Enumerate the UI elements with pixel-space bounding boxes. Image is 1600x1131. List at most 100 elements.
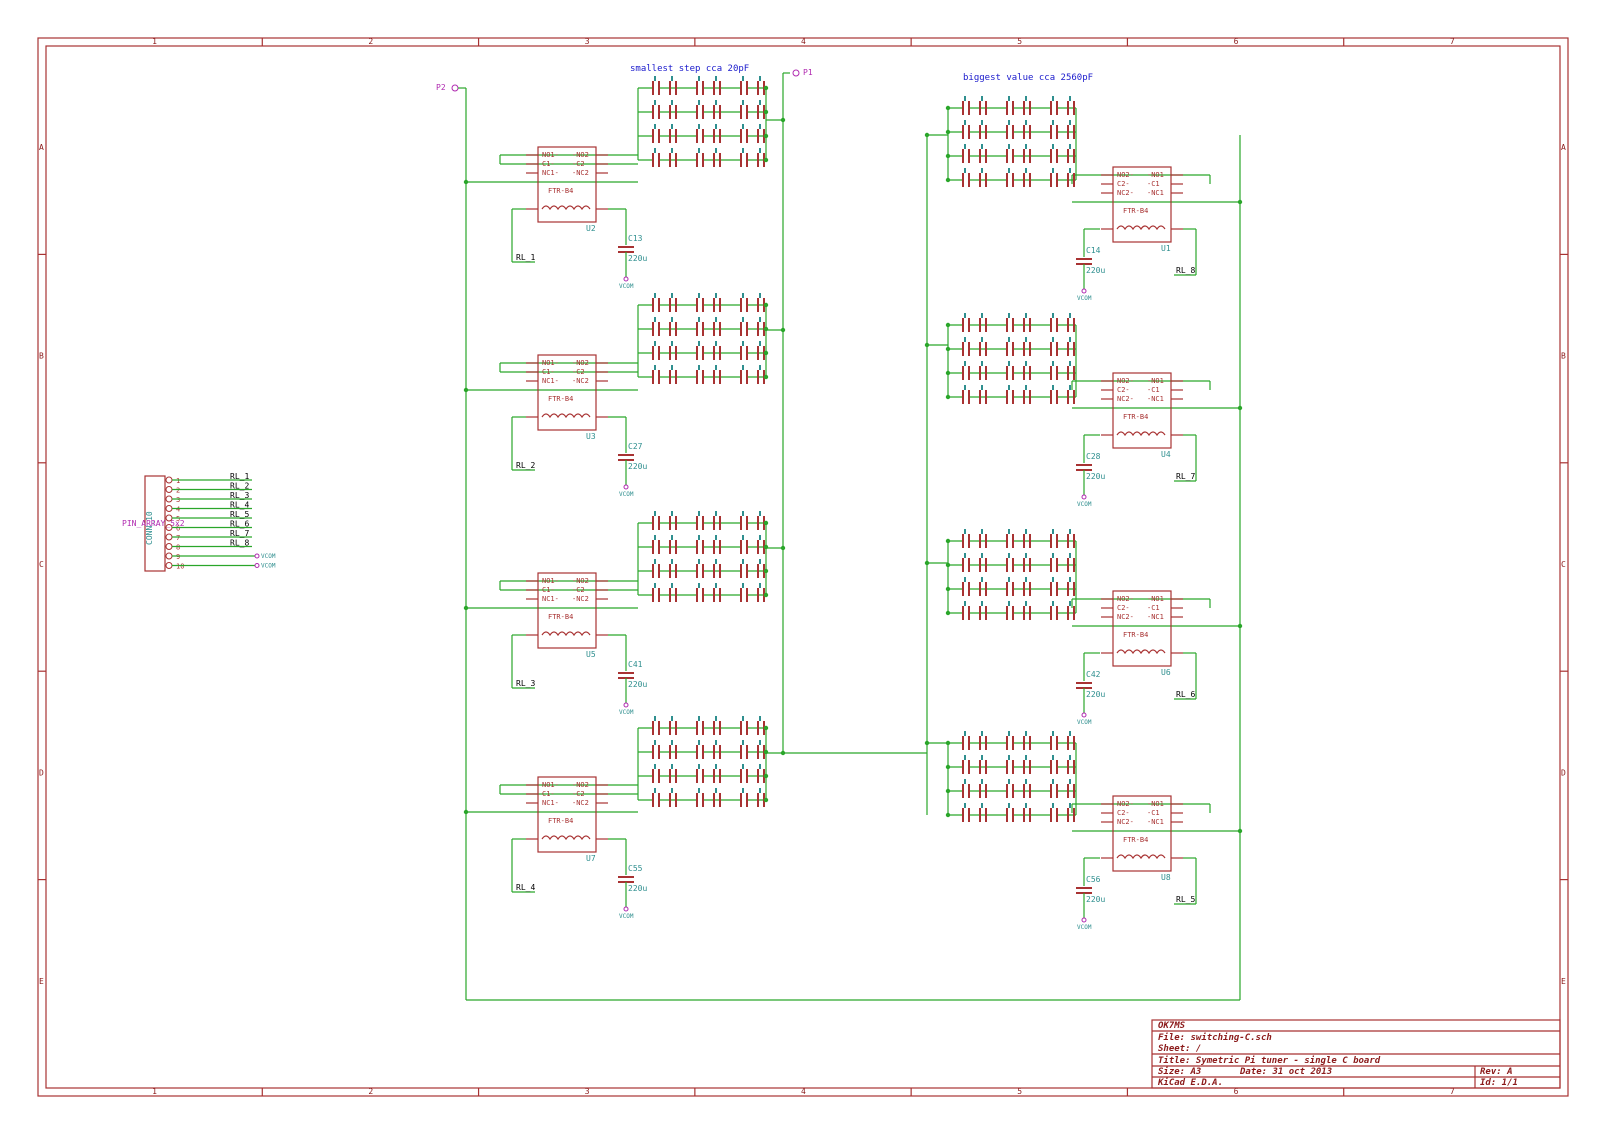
connector-net-label: RL_7: [230, 529, 249, 538]
cap-ref: C55: [628, 864, 643, 873]
note-biggest-value: biggest value cca 2560pF: [963, 73, 1093, 83]
relay-pin-label: -C1: [1147, 809, 1160, 817]
relay-pin-label: -NC2: [572, 595, 589, 603]
capacitor-bank: [637, 511, 769, 602]
relay-pin-label: NC1-: [542, 169, 559, 177]
column-marker-top: 1: [152, 37, 157, 46]
tb-date: Date: 31 oct 2013: [1239, 1067, 1332, 1077]
relay-pin-label: C2-: [1117, 604, 1130, 612]
relay-pin-label: NO2-: [1117, 171, 1134, 179]
relay-pin-label: -NC2: [572, 799, 589, 807]
column-marker-bottom: 4: [801, 1087, 806, 1096]
relay-pin-label: -NO2: [572, 151, 589, 159]
connector-pin-number: 8: [176, 544, 180, 552]
relay-ref: U4: [1161, 450, 1171, 459]
connector-ref: CONN_10: [145, 511, 154, 545]
relay-pin-label: -NC2: [572, 169, 589, 177]
relay-pin-label: NC1-: [542, 799, 559, 807]
tb-file: File: switching-C.sch: [1158, 1032, 1272, 1043]
relay-part: FTR-B4: [548, 395, 573, 403]
column-marker-top: 6: [1234, 37, 1239, 46]
relay-pin-label: C1-: [542, 790, 555, 798]
column-marker-bottom: 3: [585, 1087, 590, 1096]
column-marker-top: 3: [585, 37, 590, 46]
relay-pin-label: -NO1: [1147, 377, 1164, 385]
relay-pin-label: -NO1: [1147, 171, 1164, 179]
row-marker-right: E: [1561, 977, 1566, 986]
connector-net-label: RL_8: [230, 539, 249, 548]
capacitor-bank: [637, 716, 769, 807]
tb-id: Id: 1/1: [1480, 1078, 1518, 1088]
column-marker-top: 5: [1017, 37, 1022, 46]
relay-pin-label: NO2-: [1117, 800, 1134, 808]
relay-pin-label: NC1-: [542, 595, 559, 603]
column-marker-top: 4: [801, 37, 806, 46]
relay-pin-label: C2-: [1117, 809, 1130, 817]
relay-pin-label: C1-: [542, 586, 555, 594]
relay-pin-label: C1-: [542, 368, 555, 376]
relay-part: FTR-B4: [548, 187, 573, 195]
vcom-label: VCOM: [619, 913, 634, 920]
relay-pin-label: -NO1: [1147, 800, 1164, 808]
relay-net-label: RL_4: [516, 883, 535, 892]
tb-rev: Rev: A: [1480, 1067, 1513, 1077]
connector-pin: [165, 495, 173, 503]
connector-net-label: RL_6: [230, 520, 249, 529]
note-smallest-step: smallest step cca 20pF: [630, 64, 749, 74]
relay-net-label: RL_1: [516, 253, 535, 262]
connector-net-label: RL_1: [230, 472, 249, 481]
row-marker-left: E: [39, 977, 44, 986]
relay-net-label: RL_8: [1176, 266, 1195, 275]
relay-part: FTR-B4: [1123, 413, 1148, 421]
relay-pin-label: -NC1: [1147, 818, 1164, 826]
cap-value: 220u: [1086, 690, 1105, 699]
relay-pin-label: -C2: [572, 586, 585, 594]
port-p1: P1: [792, 68, 813, 77]
cap-ref: C27: [628, 442, 643, 451]
row-marker-right: A: [1561, 143, 1566, 152]
capacitor-bank: [945, 313, 1077, 404]
connector-net-label: RL_5: [230, 510, 249, 519]
capacitor-bank: [945, 731, 1077, 822]
relay-pin-label: NO2-: [1117, 377, 1134, 385]
relay-pin-label: -NO2: [572, 577, 589, 585]
vcom-label: VCOM: [1077, 924, 1092, 931]
row-marker-right: C: [1561, 560, 1566, 569]
relay-net-label: RL_3: [516, 679, 535, 688]
column-marker-top: 7: [1450, 37, 1455, 46]
port-p2: P2: [436, 83, 459, 92]
relay-pin-label: NC2-: [1117, 613, 1134, 621]
relay-pin-label: -C1: [1147, 386, 1160, 394]
relay-pin-label: -C2: [572, 790, 585, 798]
cap-value: 220u: [1086, 266, 1105, 275]
row-marker-right: D: [1561, 768, 1566, 777]
connector-pin: [165, 476, 173, 484]
relay-pin-label: -NO2: [572, 359, 589, 367]
relay-pin-label: -NC2: [572, 377, 589, 385]
relay-pin-label: NO1-: [542, 359, 559, 367]
row-marker-left: D: [39, 768, 44, 777]
connector-pin-number: 10: [176, 563, 184, 571]
relay-ref: U1: [1161, 244, 1171, 253]
column-marker-bottom: 5: [1017, 1087, 1022, 1096]
relay-pin-label: NC2-: [1117, 818, 1134, 826]
vcom-label: VCOM: [1077, 501, 1092, 508]
connector-pin: [165, 533, 173, 541]
connector-net-label: RL_2: [230, 482, 249, 491]
capacitor-bank: [945, 529, 1077, 620]
connector-pin-number: 4: [176, 506, 180, 514]
connector-net-label: RL_4: [230, 501, 249, 510]
connector-pin-number: 5: [176, 515, 180, 523]
relay-part: FTR-B4: [548, 817, 573, 825]
relay-pin-label: C1-: [542, 160, 555, 168]
tb-sheet: Sheet: /: [1158, 1044, 1201, 1054]
